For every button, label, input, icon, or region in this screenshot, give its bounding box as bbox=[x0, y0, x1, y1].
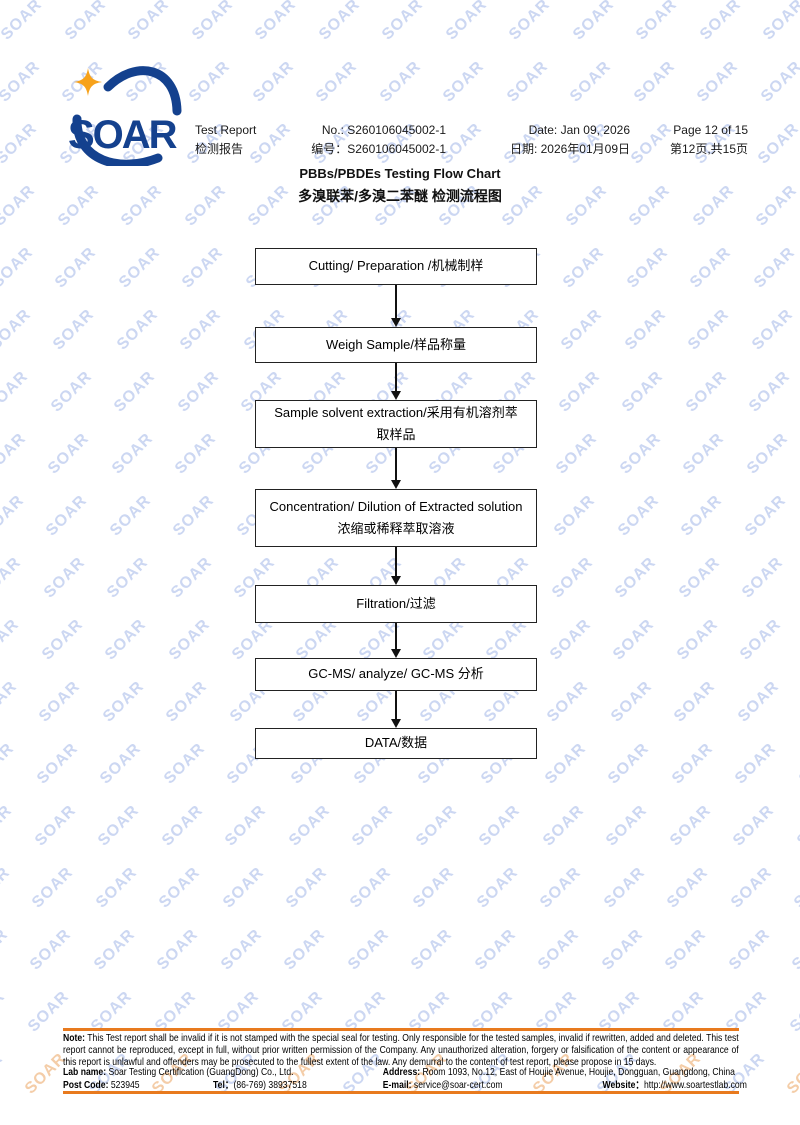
lab-name-value: Soar Testing Certification (GuangDong) C… bbox=[106, 1066, 294, 1078]
address-value: Room 1093, No.12, East of Houjie Avenue,… bbox=[420, 1066, 735, 1078]
report-number-zh: 编号：S260106045002-1 bbox=[311, 142, 446, 156]
arrow-shaft bbox=[395, 448, 397, 481]
section-title: PBBs/PBDEs Testing Flow Chart 多溴联苯/多溴二苯醚… bbox=[0, 165, 800, 209]
flow-step-box: DATA/数据 bbox=[255, 728, 537, 759]
logo-wordmark: SOAR bbox=[68, 113, 178, 157]
flow-arrow-down-icon bbox=[391, 285, 401, 327]
email-website-row: E-mail: service@soar-cert.com Website：htt… bbox=[383, 1079, 747, 1092]
report-date-zh: 日期: 2026年01月09日 bbox=[509, 142, 630, 156]
header-page-indicator: Page 12 of 15 第12页,共15页 bbox=[648, 121, 748, 159]
tel-group: Tel：(86-769) 38937518 bbox=[213, 1079, 307, 1092]
page-indicator-zh: 第12页,共15页 bbox=[669, 142, 748, 156]
arrow-head bbox=[391, 318, 401, 327]
post-code-label: Post Code: bbox=[63, 1078, 109, 1091]
lab-name-label: Lab name: bbox=[63, 1066, 107, 1078]
arrow-head bbox=[391, 649, 401, 658]
logo-top-arc bbox=[103, 66, 182, 116]
flow-arrow-down-icon bbox=[391, 448, 401, 489]
address-row: Address: Room 1093, No.12, East of Houji… bbox=[383, 1066, 747, 1079]
footer-note: Note: This Test report shall be invalid … bbox=[63, 1032, 739, 1069]
arrow-shaft bbox=[395, 285, 397, 319]
flow-arrow-down-icon bbox=[391, 547, 401, 585]
arrow-head bbox=[391, 576, 401, 585]
note-label: Note: bbox=[63, 1032, 86, 1044]
website-label: Website： bbox=[602, 1078, 644, 1091]
website-value: http://www.soartestlab.com bbox=[643, 1078, 747, 1091]
arrow-head bbox=[391, 480, 401, 489]
page-indicator-en: Page 12 of 15 bbox=[673, 123, 748, 137]
website-group: Website：http://www.soartestlab.com bbox=[603, 1079, 747, 1092]
note-text: This Test report shall be invalid if it … bbox=[63, 1032, 739, 1069]
flow-step-box: Cutting/ Preparation /机械制样 bbox=[255, 248, 537, 285]
flow-step-text: Concentration/ Dilution of Extracted sol… bbox=[269, 498, 523, 514]
flow-step-box: Weigh Sample/样品称量 bbox=[255, 327, 537, 363]
lab-info-right: Address: Room 1093, No.12, East of Houji… bbox=[383, 1066, 747, 1091]
postcode-tel-row: Post Code: 523945 Tel：(86-769) 38937518 bbox=[63, 1079, 375, 1092]
flow-arrow-down-icon bbox=[391, 363, 401, 400]
report-title-en: Test Report bbox=[195, 123, 257, 137]
flow-step-box: GC-MS/ analyze/ GC-MS 分析 bbox=[255, 658, 537, 691]
star-icon bbox=[74, 68, 102, 96]
report-title-zh: 检测报告 bbox=[195, 142, 244, 156]
flow-step-text: Sample solvent extraction/采用有机溶剂萃 bbox=[274, 404, 518, 420]
address-label: Address: bbox=[382, 1066, 421, 1078]
arrow-shaft bbox=[395, 363, 397, 392]
soar-logo: SOAR bbox=[68, 63, 198, 169]
header-report-number: No.: S260106045002-1 编号：S260106045002-1 bbox=[306, 121, 446, 159]
flow-arrow-down-icon bbox=[391, 623, 401, 658]
tel-label: Tel： bbox=[213, 1078, 234, 1091]
arrow-shaft bbox=[395, 623, 397, 650]
arrow-shaft bbox=[395, 547, 397, 577]
flow-step-text: GC-MS/ analyze/ GC-MS 分析 bbox=[308, 666, 484, 682]
flow-step-box: Concentration/ Dilution of Extracted sol… bbox=[255, 489, 537, 547]
flow-step-box: Filtration/过滤 bbox=[255, 585, 537, 623]
flow-step-text: Filtration/过滤 bbox=[356, 595, 436, 611]
email-value: service@soar-cert.com bbox=[411, 1078, 503, 1091]
flow-step-text: 浓缩或稀释萃取溶液 bbox=[337, 521, 455, 536]
lab-name-row: Lab name: Soar Testing Certification (Gu… bbox=[63, 1066, 375, 1079]
flow-step-box: Sample solvent extraction/采用有机溶剂萃取样品 bbox=[255, 400, 537, 448]
report-date-en: Date: Jan 09, 2026 bbox=[528, 123, 630, 137]
arrow-head bbox=[391, 391, 401, 400]
report-number-en: No.: S260106045002-1 bbox=[321, 123, 446, 137]
footer-top-rule bbox=[63, 1028, 739, 1031]
flow-step-text: 取样品 bbox=[376, 427, 416, 442]
arrow-head bbox=[391, 719, 401, 728]
arrow-shaft bbox=[395, 691, 397, 720]
flow-step-text: DATA/数据 bbox=[364, 735, 428, 751]
flow-step-text: Cutting/ Preparation /机械制样 bbox=[308, 258, 484, 274]
flow-step-text: Weigh Sample/样品称量 bbox=[326, 336, 466, 352]
section-title-zh: 多溴联苯/多溴二苯醚 检测流程图 bbox=[298, 188, 502, 204]
tel-value: (86-769) 38937518 bbox=[233, 1078, 307, 1091]
lab-info-left: Lab name: Soar Testing Certification (Gu… bbox=[63, 1066, 375, 1091]
footer-bottom-rule bbox=[63, 1091, 739, 1094]
soar-logo-graphic: SOAR bbox=[68, 66, 182, 169]
section-title-en: PBBs/PBDEs Testing Flow Chart bbox=[299, 166, 501, 181]
header-report-title: Test Report 检测报告 bbox=[195, 121, 256, 159]
header-report-date: Date: Jan 09, 2026 日期: 2026年01月09日 bbox=[495, 121, 630, 159]
post-code-value: 523945 bbox=[108, 1078, 140, 1091]
lab-info: Lab name: Soar Testing Certification (Gu… bbox=[63, 1066, 747, 1092]
logo-bottom-arc bbox=[72, 114, 163, 169]
email-label: E-mail: bbox=[382, 1078, 412, 1091]
flow-arrow-down-icon bbox=[391, 691, 401, 728]
